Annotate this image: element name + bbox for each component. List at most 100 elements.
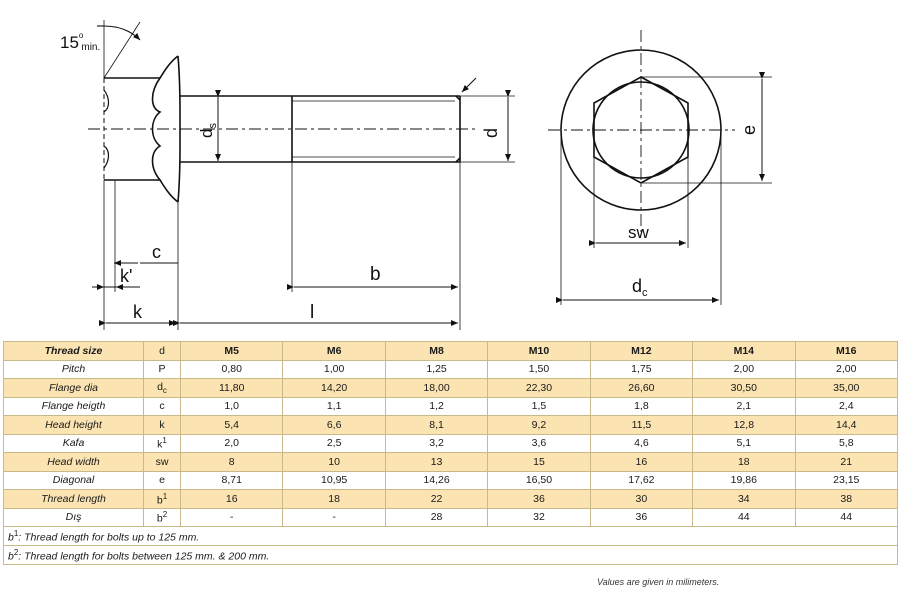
header-cell: M16 [794,341,899,361]
row-label: Thread length [3,489,144,509]
table-cell: 14,4 [794,415,899,435]
b-label: b [370,264,381,285]
d-dimension: d [481,90,511,161]
table-cell: 3,6 [487,433,591,453]
table-cell: 34 [692,489,796,509]
table-cell: 13 [384,452,489,472]
table-cell: 1,50 [487,359,591,379]
note-b2: b2: Thread length for bolts between 125 … [3,545,898,565]
bolt-top-view [548,30,772,305]
note-row: b2: Thread length for bolts between 125 … [3,545,898,565]
row-symbol: b1 [143,489,181,509]
table-cell: 15 [487,452,591,472]
table-cell: 4,6 [589,433,694,453]
table-cell: 1,2 [384,396,489,416]
table-cell: 36 [487,489,591,509]
table-cell: 21 [794,452,899,472]
table-cell: 18 [692,452,796,472]
header-cell: M12 [589,341,694,361]
table-cell: 2,00 [692,359,796,379]
l-label: l [310,302,314,323]
bolt-side-view [88,20,515,330]
table-cell: 17,62 [589,470,694,490]
table-cell: 14,26 [384,470,489,490]
e-label: e [739,125,759,135]
header-cell: M5 [179,341,284,361]
table-cell: 8,1 [384,415,489,435]
units-footnote: Values are given in milimeters. [597,577,720,587]
table-cell: 1,75 [589,359,694,379]
table-cell: 14,20 [282,378,386,398]
table-cell: 1,1 [282,396,386,416]
table-cell: 1,5 [487,396,591,416]
k-prime-label: k' [120,266,132,286]
l-dimension: l [173,302,458,326]
table-cell: 5,8 [794,433,899,453]
header-cell: M6 [282,341,386,361]
table-cell: 1,00 [282,359,386,379]
header-cell: M8 [384,341,489,361]
row-label: Pitch [3,359,144,379]
c-label: c [152,242,161,262]
header-cell: M10 [487,341,591,361]
note-row: b1: Thread length for bolts up to 125 mm… [3,526,898,546]
k-prime-dimension: k' [92,266,140,290]
table-header-row: Thread size d M5 M6 M8 M10 M12 M14 M16 [3,341,899,361]
table-cell: 8 [179,452,284,472]
table-cell: 30,50 [692,378,796,398]
dc-label: dc [632,276,648,299]
table-cell: 23,15 [794,470,899,490]
table-cell: 8,71 [179,470,284,490]
table-cell: 1,25 [384,359,489,379]
row-symbol: e [143,470,181,490]
row-label: Head height [3,415,144,435]
row-symbol: c [143,396,181,416]
d-label: d [481,128,501,138]
table-cell: 1,0 [179,396,284,416]
header-cell: Thread size [3,341,144,361]
sw-label: sw [628,223,650,242]
header-cell: d [143,341,181,361]
row-symbol: b2 [143,507,181,527]
table-cell: 16 [179,489,284,509]
table-cell: 2,5 [282,433,386,453]
table-cell: 32 [487,507,591,527]
table-cell: 5,4 [179,415,284,435]
b-dimension: b [287,264,458,290]
row-symbol: dc [143,378,181,398]
table-cell: 44 [794,507,899,527]
header-cell: M14 [692,341,796,361]
row-label: Flange heigth [3,396,144,416]
table-cell: 38 [794,489,899,509]
table-cell: 0,80 [179,359,284,379]
k-label: k [133,302,143,322]
table-cell: 12,8 [692,415,796,435]
table-cell: 5,1 [692,433,796,453]
sw-dimension: sw [589,223,686,246]
dimensions-table: Thread size d M5 M6 M8 M10 M12 M14 M16 P… [3,341,899,565]
e-dimension: e [739,72,765,181]
table-cell: 16,50 [487,470,591,490]
table-cell: 2,4 [794,396,899,416]
table-cell: 22 [384,489,489,509]
row-label: Diagonal [3,470,144,490]
table-cell: 6,6 [282,415,386,435]
table-cell: 1,8 [589,396,694,416]
table-cell: 18,00 [384,378,489,398]
row-label: Kafa [3,433,144,453]
table-cell: 2,1 [692,396,796,416]
ds-label: ds [197,123,219,138]
table-cell: 2,0 [179,433,284,453]
table-cell: 11,80 [179,378,284,398]
table-cell: 16 [589,452,694,472]
table-cell: - [179,507,284,527]
table-cell: 35,00 [794,378,899,398]
row-symbol: k [143,415,181,435]
